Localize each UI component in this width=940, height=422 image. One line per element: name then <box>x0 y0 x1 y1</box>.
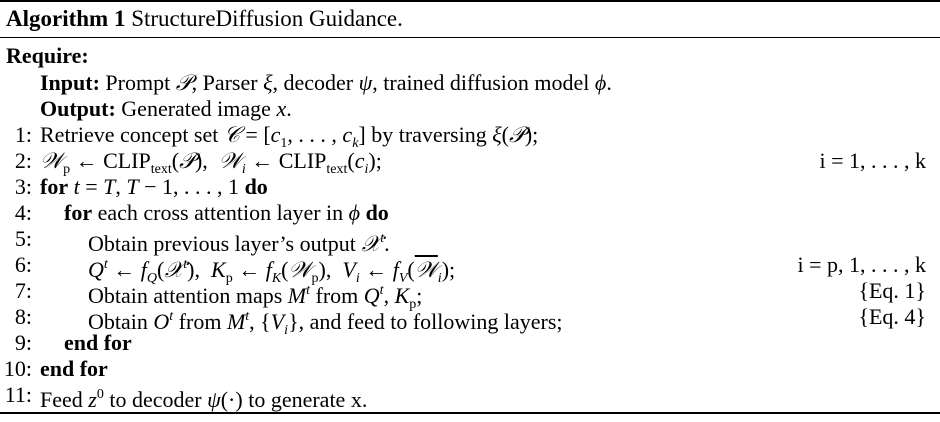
top-rule <box>0 0 940 2</box>
require-label: Require: <box>6 43 89 68</box>
step-text: Retrieve concept set 𝒞 = [c1, . . . , ck… <box>40 122 539 151</box>
equation-reference: {Eq. 4} <box>858 304 926 329</box>
step-text: Obtain previous layer’s output 𝒳t. <box>88 231 390 256</box>
step-text: for t = T, T − 1, . . . , 1 do <box>40 174 268 199</box>
output-label: Output: <box>40 96 116 121</box>
bottom-rule <box>0 412 940 414</box>
step-number: 11: <box>4 382 32 407</box>
algorithm-label: Algorithm 1 <box>6 6 126 31</box>
step-range: i = 1, . . . , k <box>819 148 926 173</box>
input-label: Input: <box>40 70 100 95</box>
step-4: 4: for each cross attention layer in ϕ d… <box>0 200 940 226</box>
step-number: 1: <box>14 122 32 147</box>
step-11: 11: Feed z0 to decoder ψ(·) to generate … <box>0 382 940 412</box>
step-text: 𝒲p ← CLIPtext(𝒫), 𝒲i ← CLIPtext(ci); <box>40 148 382 177</box>
step-7: 7: Obtain attention maps Mt from Qt, Kp;… <box>0 278 940 312</box>
output-statement: Output: Generated image x. <box>40 96 292 121</box>
step-number: 5: <box>14 226 32 251</box>
step-number: 2: <box>14 148 32 173</box>
step-number: 9: <box>14 330 32 355</box>
algorithm-title: StructureDiffusion Guidance. <box>131 6 403 31</box>
equation-reference: {Eq. 1} <box>858 278 926 303</box>
step-3: 3: for t = T, T − 1, . . . , 1 do <box>0 174 940 200</box>
step-9: 9: end for <box>0 330 940 356</box>
require-line: Require: <box>0 43 940 69</box>
step-number: 7: <box>14 278 32 303</box>
step-6: 6: Qt ← fQ(𝒳t), Kp ← fK(𝒲p), Vi ← fV(𝒲i)… <box>0 252 940 286</box>
step-text: Qt ← fQ(𝒳t), Kp ← fK(𝒲p), Vi ← fV(𝒲i); <box>88 257 456 286</box>
output-line: Output: Generated image x. <box>0 96 940 122</box>
step-number: 6: <box>14 252 32 277</box>
step-range: i = p, 1, . . . , k <box>797 252 926 277</box>
step-10: 10: end for <box>0 356 940 382</box>
caption-rule <box>0 37 940 38</box>
step-2: 2: 𝒲p ← CLIPtext(𝒫), 𝒲i ← CLIPtext(ci); … <box>0 148 940 177</box>
step-text: Feed z0 to decoder ψ(·) to generate x. <box>40 387 368 412</box>
step-number: 8: <box>14 304 32 329</box>
step-text: end for <box>40 356 108 381</box>
step-8: 8: Obtain Ot from Mt, {Vi}, and feed to … <box>0 304 940 338</box>
step-number: 3: <box>14 174 32 199</box>
algorithm-caption: Algorithm 1 StructureDiffusion Guidance. <box>6 5 403 33</box>
step-text: Obtain attention maps Mt from Qt, Kp; <box>88 283 423 312</box>
input-statement: Input: Prompt 𝒫, Parser ξ, decoder ψ, tr… <box>40 70 612 95</box>
step-number: 4: <box>14 200 32 225</box>
step-5: 5: Obtain previous layer’s output 𝒳t. <box>0 226 940 256</box>
input-line: Input: Prompt 𝒫, Parser ξ, decoder ψ, tr… <box>0 70 940 96</box>
step-text: end for <box>64 330 132 355</box>
step-text: Obtain Ot from Mt, {Vi}, and feed to fol… <box>88 309 563 338</box>
step-1: 1: Retrieve concept set 𝒞 = [c1, . . . ,… <box>0 122 940 151</box>
step-text: for each cross attention layer in ϕ do <box>64 200 389 225</box>
step-number: 10: <box>3 356 32 381</box>
